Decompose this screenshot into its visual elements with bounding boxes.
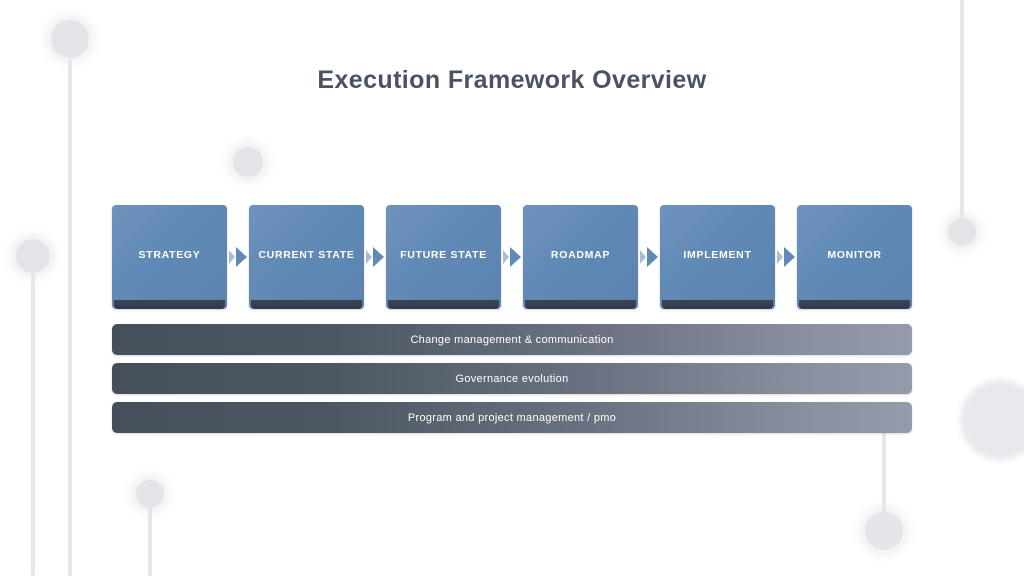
flow-arrow-icon xyxy=(227,205,249,309)
pin-stem xyxy=(148,508,152,576)
chevron-small-icon xyxy=(229,250,235,264)
flow-arrow-icon xyxy=(364,205,386,309)
chevron-large-icon xyxy=(373,247,384,267)
enabler-bar-label: Change management & communication xyxy=(410,333,614,346)
flow-arrow-icon xyxy=(501,205,523,309)
chevron-small-icon xyxy=(640,250,646,264)
flow-arrow-icon xyxy=(775,205,797,309)
step-base-shadow xyxy=(799,300,910,309)
step-base-shadow xyxy=(114,300,225,309)
process-flow: STRATEGY CURRENT STATE FUTURE STATE ROAD… xyxy=(112,205,912,309)
pin-dot-circle-icon xyxy=(16,239,50,273)
enabler-bar-change-management[interactable]: Change management & communication xyxy=(112,324,912,355)
chevron-large-icon xyxy=(236,247,247,267)
pin-stem xyxy=(31,273,35,576)
step-base-shadow xyxy=(251,300,362,309)
step-base-shadow xyxy=(662,300,773,309)
step-base-shadow xyxy=(388,300,499,309)
enabler-bar-label: Program and project management / pmo xyxy=(407,411,617,424)
pin-dot-circle-icon xyxy=(948,218,976,246)
enabler-bars: Change management & communication Govern… xyxy=(112,324,912,441)
process-step-strategy[interactable]: STRATEGY xyxy=(112,205,227,309)
process-step-label: ROADMAP xyxy=(550,248,611,261)
pin-stem xyxy=(68,58,72,576)
process-step-current-state[interactable]: CURRENT STATE xyxy=(249,205,364,309)
pin-stem xyxy=(882,430,886,531)
chevron-small-icon xyxy=(366,250,372,264)
page-title: Execution Framework Overview xyxy=(317,66,707,94)
process-step-label: MONITOR xyxy=(827,248,882,261)
flow-arrow-icon xyxy=(638,205,660,309)
pin-dot-circle-icon xyxy=(51,20,89,58)
step-base-shadow xyxy=(525,300,636,309)
process-step-label: CURRENT STATE xyxy=(258,248,355,261)
process-step-label: IMPLEMENT xyxy=(683,248,752,261)
chevron-small-icon xyxy=(503,250,509,264)
pin-dot-circle-icon xyxy=(960,380,1024,460)
chevron-large-icon xyxy=(784,247,795,267)
enabler-bar-label: Governance evolution xyxy=(455,372,569,385)
process-step-monitor[interactable]: MONITOR xyxy=(797,205,912,309)
enabler-bar-governance-evolution[interactable]: Governance evolution xyxy=(112,363,912,394)
pin-dot-circle-icon xyxy=(136,480,164,508)
process-step-implement[interactable]: IMPLEMENT xyxy=(660,205,775,309)
enabler-bar-program-project-management[interactable]: Program and project management / pmo xyxy=(112,402,912,433)
chevron-large-icon xyxy=(647,247,658,267)
chevron-small-icon xyxy=(777,250,783,264)
process-step-label: FUTURE STATE xyxy=(400,248,487,261)
chevron-large-icon xyxy=(510,247,521,267)
pin-stem xyxy=(960,0,964,218)
pin-dot-circle-icon xyxy=(233,147,263,177)
process-step-roadmap[interactable]: ROADMAP xyxy=(523,205,638,309)
process-step-future-state[interactable]: FUTURE STATE xyxy=(386,205,501,309)
process-step-label: STRATEGY xyxy=(138,248,201,261)
pin-dot-circle-icon xyxy=(865,512,903,550)
